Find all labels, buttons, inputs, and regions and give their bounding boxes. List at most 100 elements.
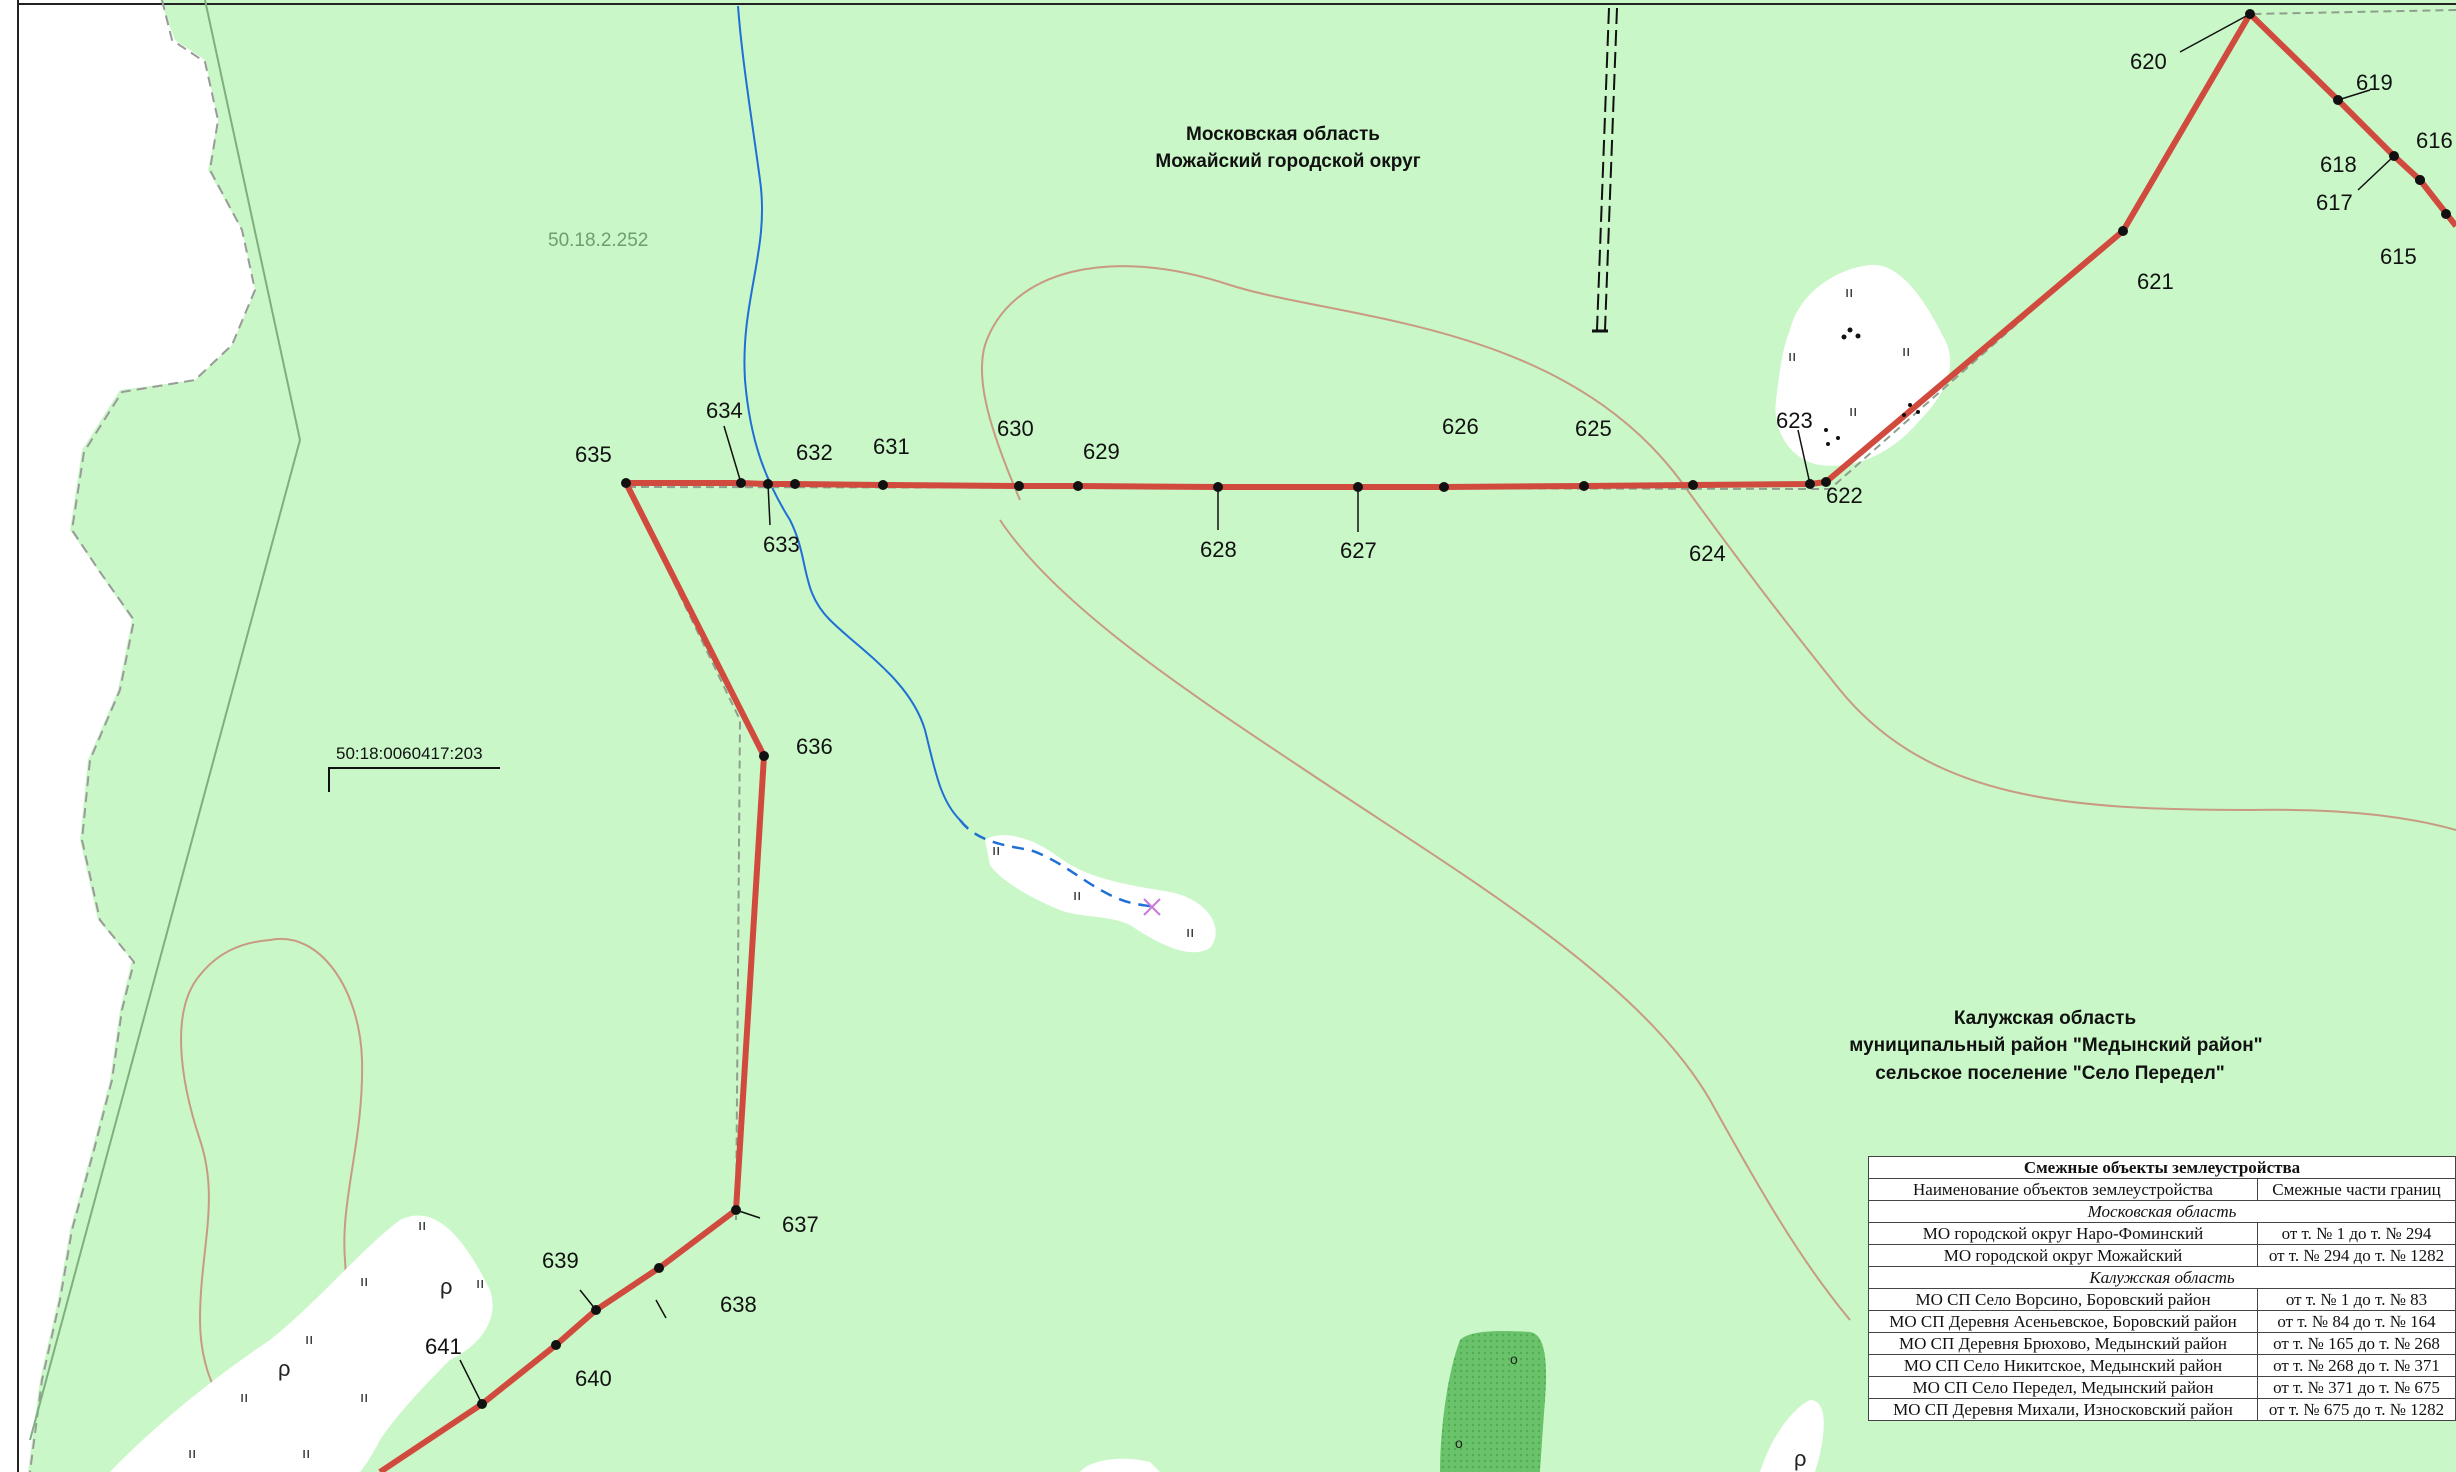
point-label-630: 630 — [997, 416, 1034, 441]
point-label-626: 626 — [1442, 414, 1479, 439]
boundary-vertex-635 — [621, 478, 631, 488]
track-dashed-2 — [1604, 7, 1618, 331]
svg-text:ıı: ıı — [1073, 887, 1081, 904]
table-row: МО СП Село Никитское, Медынский район от… — [1868, 1354, 2456, 1377]
point-label-635: 635 — [575, 442, 612, 467]
table-cell-range: от т. № 268 до т. № 371 — [2257, 1354, 2456, 1377]
boundary-vertex-632 — [790, 479, 800, 489]
scatter-dots — [1824, 327, 1920, 446]
table-group-moscow: Московская область — [1868, 1200, 2456, 1223]
shrub-symbol-icon: ρ ρ ρ — [278, 1274, 1807, 1471]
kaluga-region-line2: муниципальный район "Медынский район" — [1849, 1035, 2262, 1056]
point-label-636: 636 — [796, 734, 833, 759]
cadastral-line — [204, 0, 301, 441]
svg-text:ıı: ıı — [1186, 924, 1194, 941]
boundary-vertex-615 — [2441, 209, 2451, 219]
svg-text:ıı: ıı — [305, 1331, 313, 1348]
svg-text:ıı: ıı — [476, 1275, 484, 1292]
svg-text:ρ: ρ — [1794, 1446, 1807, 1471]
point-label-618: 618 — [2320, 152, 2357, 177]
boundary-vertex-630 — [1014, 481, 1024, 491]
table-cell-range: от т. № 294 до т. № 1282 — [2257, 1244, 2456, 1267]
point-label-629: 629 — [1083, 439, 1120, 464]
svg-text:ρ: ρ — [440, 1274, 453, 1299]
boundary-vertex-625 — [1579, 481, 1589, 491]
table-cell-name: МО СП Деревня Михали, Износковский район — [1868, 1398, 2258, 1421]
stream-line — [737, 5, 961, 821]
table-cell-range: от т. № 165 до т. № 268 — [2257, 1332, 2456, 1355]
table-cell-name: МО СП Деревня Асеньевское, Боровский рай… — [1868, 1310, 2258, 1333]
table-cell-range: от т. № 1 до т. № 83 — [2257, 1288, 2456, 1311]
svg-text:ıı: ıı — [1788, 348, 1796, 365]
table-cell-name: МО СП Село Никитское, Медынский район — [1868, 1354, 2258, 1377]
table-cell-name: МО городской округ Наро-Фоминский — [1868, 1222, 2258, 1245]
point-label-628: 628 — [1200, 537, 1237, 562]
boundary-vertex-631 — [878, 480, 888, 490]
point-label-633: 633 — [763, 532, 800, 557]
point-label-620: 620 — [2130, 49, 2167, 74]
svg-text:ıı: ıı — [360, 1273, 368, 1290]
boundary-vertex-624 — [1688, 480, 1698, 490]
point-label-639: 639 — [542, 1248, 579, 1273]
table-cell-name: МО городской округ Можайский — [1868, 1244, 2258, 1267]
table-cell-name: МО СП Деревня Брюхово, Медынский район — [1868, 1332, 2258, 1355]
svg-text:o: o — [1510, 1351, 1518, 1367]
svg-text:ıı: ıı — [302, 1445, 310, 1462]
boundary-vertex-621 — [2118, 226, 2128, 236]
svg-text:ıı: ıı — [1902, 343, 1910, 360]
contour-line-main — [980, 265, 2456, 831]
point-labels: 615 616 617 618 619 620 621 622 623 624 … — [425, 49, 2453, 1391]
table-header-parts: Смежные части границ — [2257, 1178, 2456, 1201]
point-label-616: 616 — [2416, 128, 2453, 153]
point-label-637: 637 — [782, 1212, 819, 1237]
cadastral-line-2 — [29, 439, 301, 1441]
boundary-vertex-636 — [759, 751, 769, 761]
table-row: МО СП Деревня Брюхово, Медынский район о… — [1868, 1332, 2456, 1355]
point-label-619: 619 — [2356, 70, 2393, 95]
table-row: МО СП Село Ворсино, Боровский район от т… — [1868, 1288, 2456, 1311]
point-label-640: 640 — [575, 1366, 612, 1391]
boundary-vertex-640 — [551, 1340, 561, 1350]
frame-left-edge — [0, 0, 18, 1472]
point-label-623: 623 — [1776, 408, 1813, 433]
table-row: МО СП Село Передел, Медынский район от т… — [1868, 1376, 2456, 1399]
svg-text:ρ: ρ — [278, 1356, 291, 1381]
svg-text:ıı: ıı — [240, 1389, 248, 1406]
point-label-631: 631 — [873, 434, 910, 459]
left-white-area — [0, 0, 255, 1472]
dense-vegetation-patch — [1440, 1330, 1547, 1472]
adjacent-boundary-dashed-2 — [627, 486, 742, 1221]
clearing-middle — [985, 835, 1216, 953]
svg-text:ıı: ıı — [1849, 403, 1857, 420]
svg-text:ıı: ıı — [418, 1217, 426, 1234]
point-label-621: 621 — [2137, 269, 2174, 294]
boundary-vertex-638 — [654, 1263, 664, 1273]
table-cell-name: МО СП Село Передел, Медынский район — [1868, 1376, 2258, 1399]
point-label-634: 634 — [706, 398, 743, 423]
point-label-615: 615 — [2380, 244, 2417, 269]
table-title: Смежные объекты землеустройства — [1868, 1156, 2456, 1179]
table-group-kaluga: Калужская область — [1868, 1266, 2456, 1289]
table-row: МО городской округ Можайский от т. № 294… — [1868, 1244, 2456, 1267]
leader-ticks — [459, 13, 2395, 1405]
boundary-vertex-617 — [2415, 175, 2425, 185]
boundary-vertex-622 — [1821, 477, 1831, 487]
table-cell-range: от т. № 371 до т. № 675 — [2257, 1376, 2456, 1399]
kaluga-region-line3: сельское поселение "Село Передел" — [1875, 1063, 2225, 1084]
table-header-name: Наименование объектов землеустройства — [1868, 1178, 2258, 1201]
table-row: МО СП Деревня Михали, Износковский район… — [1868, 1398, 2456, 1421]
point-label-638: 638 — [720, 1292, 757, 1317]
table-row: МО СП Деревня Асеньевское, Боровский рай… — [1868, 1310, 2456, 1333]
point-label-641: 641 — [425, 1334, 462, 1359]
parcel-number-label: 50:18:0060417:203 — [336, 744, 483, 763]
svg-text:ıı: ıı — [992, 842, 1000, 859]
circle-symbols: o o — [1455, 1351, 1518, 1451]
table-cell-name: МО СП Село Ворсино, Боровский район — [1868, 1288, 2258, 1311]
clearing-bottom-right — [1760, 1400, 1824, 1472]
point-label-632: 632 — [796, 440, 833, 465]
point-label-617: 617 — [2316, 190, 2353, 215]
clearing-bottom-center — [1080, 1458, 1160, 1472]
svg-text:ıı: ıı — [1845, 284, 1853, 301]
boundary-vertex-629 — [1073, 481, 1083, 491]
